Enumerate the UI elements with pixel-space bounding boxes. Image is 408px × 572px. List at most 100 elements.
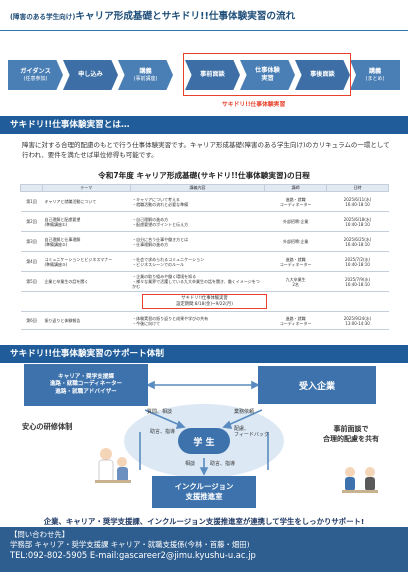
cell-content: ・企業の取り組みや働く環境を知る ・様々な業界で活躍している九大卒業生の話を聞き… [130, 271, 265, 292]
cell-content: ・体験実習の振り返りと成果や学びの共有 ・今後に向けて [130, 311, 265, 330]
arrowhead-ps [222, 420, 233, 429]
arrowhead-cs [175, 420, 186, 429]
title-divider [0, 30, 408, 31]
cell-date: 2025/6/25(水) 16:40-18:10 [326, 231, 389, 252]
flow-step-label: 申し込み [78, 71, 103, 79]
section-heading-about: サキドリ!!仕事体験実習とは… [0, 116, 408, 134]
cell-no: 第2回 [20, 211, 43, 232]
cell-no: 第1回 [20, 191, 43, 212]
flow-step-2: 申し込み [63, 60, 118, 90]
flow-step-7: 講義(まとめ) [350, 60, 400, 90]
section-heading-support: サキドリ!!仕事体験実習のサポート体制 [0, 345, 408, 363]
cell-lecturer: 九大卒業生 2名 [264, 271, 327, 292]
flow-step-label: 事後面談 [310, 71, 335, 79]
flow-step-4: 事前面談 [185, 60, 240, 90]
arrowhead-right [251, 380, 260, 390]
header-lecturer: 講師 [264, 184, 328, 192]
student-box: 学 生 [178, 428, 230, 454]
flow-step-label: 仕事体験 実習 [255, 67, 280, 82]
cell-content: ・自分に合う仕事や働き方とは ・仕事理解の進め方 [130, 231, 265, 252]
cell-content: ・社会で求められるコミュニケーション ・ビジネスシーンでのルール [130, 251, 265, 272]
career-support-box: キャリア・奨学支援課 進路・就職コーディネーター 進路・就職アドバイザー [24, 364, 148, 406]
table-row: 第2回自己理解と配慮要望 (準備講座①)・自己理解の進め方 ・配慮要望のポイント… [20, 211, 389, 232]
flow-step-label: 事前面談 [200, 71, 225, 79]
arrow-career-student [144, 409, 183, 427]
internship-period-title: サキドリ!!仕事体験実習 [181, 296, 228, 302]
cell-no: 第3回 [20, 231, 43, 252]
arrow-company-student [225, 409, 263, 427]
flow-highlight-box [183, 53, 351, 96]
label-consult: 相談 [185, 461, 196, 467]
cell-theme: 自己理解と仕事理解 (準備講座②) [42, 231, 131, 252]
flow-step-label: ガイダンス [20, 68, 51, 75]
schedule-table: テーマ 講義内容 講師 日時 第1回キャリアと就職活動について・キャリアについて… [20, 184, 389, 330]
company-box: 受入企業 [258, 366, 376, 404]
arrow-group [139, 380, 269, 476]
cell-date: 2025/6/11(水) 16:40-18:10 [326, 191, 389, 212]
flow-step-5: 仕事体験 実習 [240, 60, 295, 90]
page-title: (障害のある学生向け)キャリア形成基礎とサキドリ!!仕事体験実習の流れ [10, 8, 400, 22]
cell-content: ・自己理解の進め方 ・配慮要望のポイントと伝え方 [130, 211, 265, 232]
flow-step-6: 事後面談 [295, 60, 350, 90]
special-row: サキドリ!!仕事体験実習設定期間:8/18(金)~9/22(月) [20, 291, 389, 312]
footer-heading: 【問い合わせ先】 [10, 530, 70, 539]
cell-lecturer: 進路・就職 コーディネーター [264, 311, 327, 330]
internship-period-box: サキドリ!!仕事体験実習設定期間:8/18(金)~9/22(月) [142, 294, 267, 309]
cell-lecturer: 外部招聘:企業 [264, 231, 327, 252]
cell-date: 2025/9/24(水) 13:00-14:30 [326, 311, 389, 330]
safe-training-label: 安心の研修体制 [22, 422, 73, 431]
flow-step-sub: (任意参加) [23, 75, 48, 82]
title-prefix: (障害のある学生向け) [10, 13, 76, 21]
cell-no: 第6回 [20, 311, 43, 330]
arrowhead-si [199, 467, 209, 476]
cell-date: 2025/7/9(水) 16:40-18:10 [326, 271, 389, 292]
cell-lecturer: 進路・就職 コーディネーター [264, 191, 327, 212]
flow-step-sub: (事前講座) [133, 75, 158, 82]
schedule-title: 令和7年度 キャリア形成基礎(サキドリ!!仕事体験実習)の日程 [98, 171, 310, 180]
inclusion-box: インクルージョン 支援推進室 [152, 476, 256, 508]
staff-illustration [95, 448, 131, 483]
table-row: 第1回キャリアと就職活動について・キャリアについて考える ・就職活動の流れと必要… [20, 191, 389, 212]
support-diagram: キャリア・奨学支援課 進路・就職コーディネーター 進路・就職アドバイザー 受入企… [0, 362, 408, 512]
label-question: 質問、相談 [147, 409, 173, 415]
label-liaison: 業務依頼 [234, 409, 255, 415]
label-consideration: 配慮、 フィードバック [234, 426, 269, 438]
cell-theme: 企業と卒業生の話を聞く [42, 271, 131, 292]
schedule-header-row: テーマ 講義内容 講師 日時 [20, 184, 389, 192]
table-row-final: 第6回振り返りと体験報告・体験実習の振り返りと成果や学びの共有 ・今後に向けて進… [20, 311, 389, 330]
cell-theme: 自己理解と配慮要望 (準備講座①) [42, 211, 131, 232]
cell-date: 2025/6/18(水) 16:40-18:10 [326, 211, 389, 232]
header-content: 講義内容 [129, 184, 266, 192]
label-advice2: 助言、指導 [210, 461, 236, 467]
flow-step-label: 講義 [368, 68, 382, 75]
table-row: 第3回自己理解と仕事理解 (準備講座②)・自分に合う仕事や働き方とは ・仕事理解… [20, 231, 389, 252]
header-theme: テーマ [41, 184, 131, 192]
cell-lecturer: 外部招聘:企業 [264, 211, 327, 232]
header-no [20, 184, 43, 192]
interview-label: 事前面談で 合理的配慮を共有 [323, 425, 379, 443]
cell-no: 第4回 [20, 251, 43, 272]
footer-contact: TEL:092-802-5905 E-mail:gascareer2@jimu.… [10, 549, 256, 560]
footer-dept: 学務部 キャリア・奨学支援課 キャリア・就職支援係(今林・首藤・畑田) [10, 539, 250, 549]
flow-step-1: ガイダンス(任意参加) [8, 60, 63, 90]
internship-period-dates: 設定期間:8/18(金)~9/22(月) [176, 301, 233, 307]
cell-theme: コミュニケーションとビジネスマナー (準備講座③) [42, 251, 131, 272]
bottom-message: 企業、キャリア・奨学支援課、インクルージョン支援推進室が連携して学生をしっかりサ… [43, 517, 365, 526]
cell-no: 第5回 [20, 271, 43, 292]
flow-step-sub: (まとめ) [365, 75, 385, 82]
intro-text: 障害に対する合理的配慮のもとで行う仕事体験実習です。キャリア形成基礎(障害のある… [22, 141, 390, 159]
cell-lecturer: 進路・就職 コーディネーター [264, 251, 327, 272]
contact-footer: 【問い合わせ先】 学務部 キャリア・奨学支援課 キャリア・就職支援係(今林・首藤… [0, 527, 408, 572]
flow-caption: サキドリ!!仕事体験実習 [222, 102, 286, 108]
cell-content: ・キャリアについて考える ・就職活動の流れと必要な準備 [130, 191, 265, 212]
flow-step-label: 講義 [139, 68, 152, 75]
cell-theme: キャリアと就職活動について [42, 191, 131, 212]
table-row: 第5回企業と卒業生の話を聞く・企業の取り組みや働く環境を知る ・様々な業界で活躍… [20, 271, 389, 292]
cell-theme: 振り返りと体験報告 [42, 311, 131, 330]
title-main: キャリア形成基礎とサキドリ!!仕事体験実習の流れ [75, 11, 296, 22]
interview-illustration [342, 467, 378, 493]
flow-step-3: 講義(事前講座) [118, 60, 173, 90]
special-cell: サキドリ!!仕事体験実習設定期間:8/18(金)~9/22(月) [20, 291, 389, 312]
header-date: 日時 [326, 184, 389, 192]
cell-date: 2025/7/2(水) 16:40-18:10 [326, 251, 389, 272]
